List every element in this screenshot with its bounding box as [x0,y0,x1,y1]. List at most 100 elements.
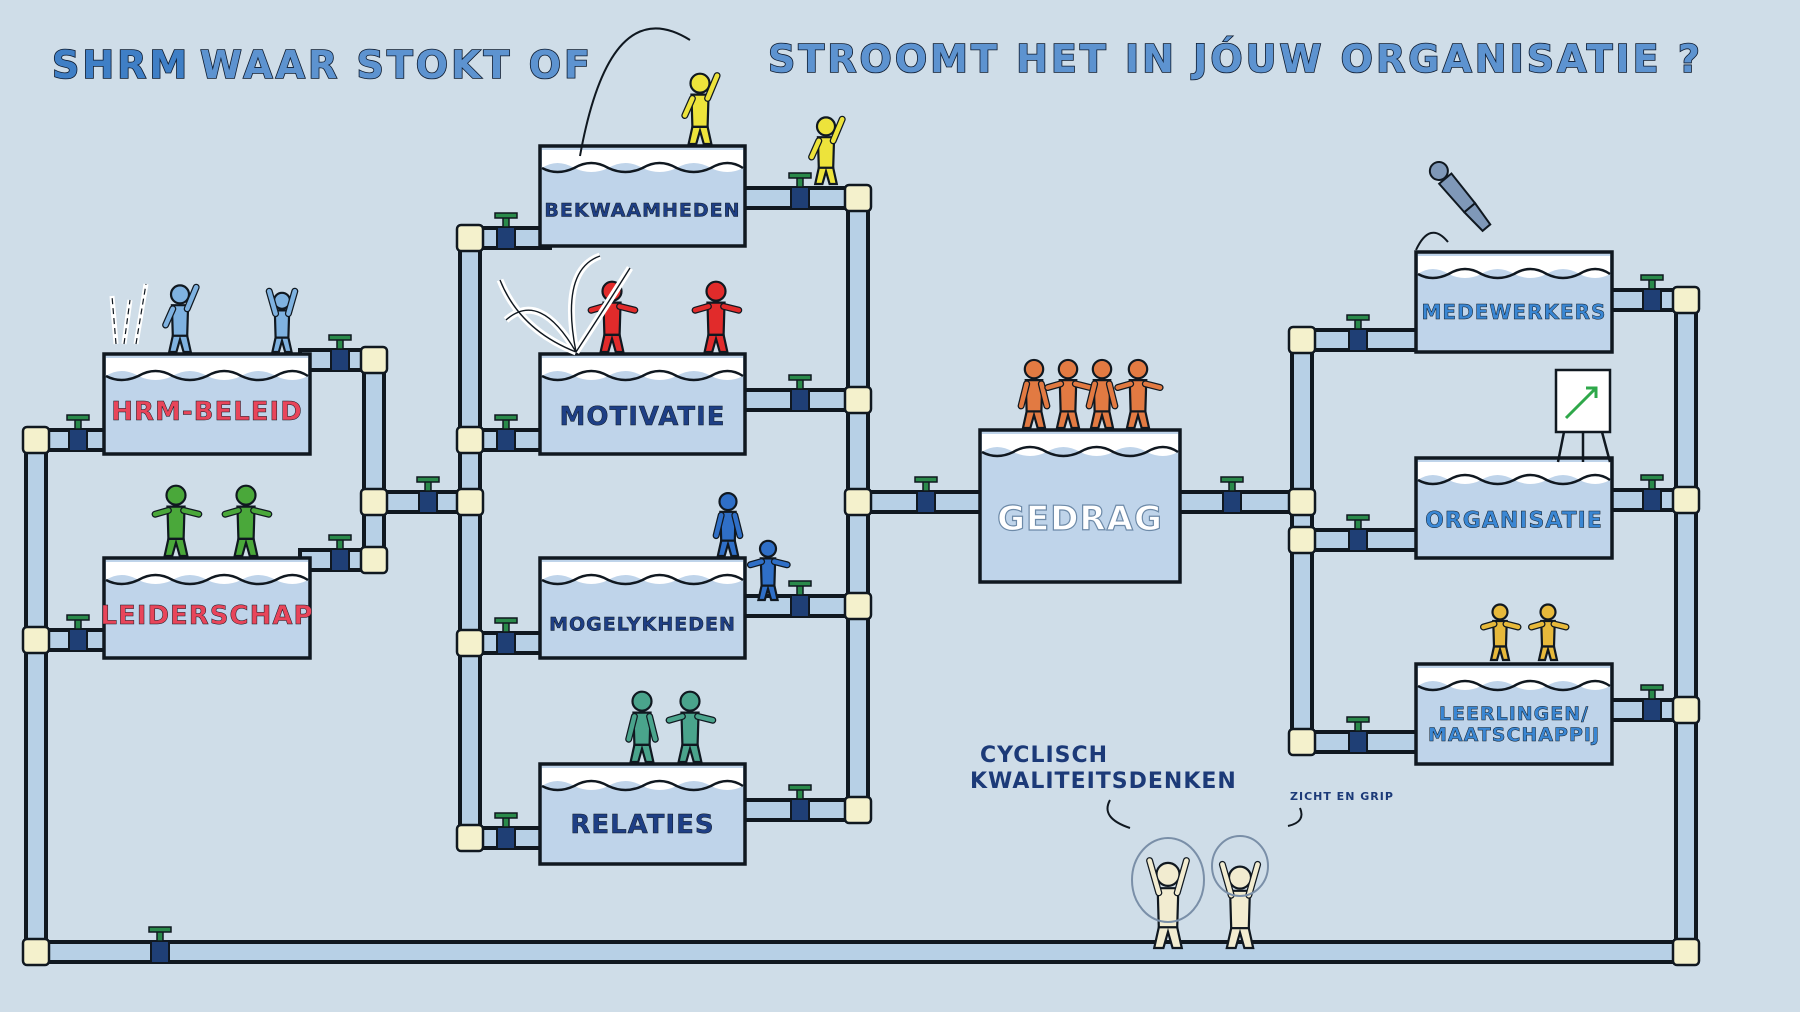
valve-icon[interactable] [1640,474,1664,512]
valve-icon[interactable] [66,414,90,452]
splash-icon [1415,231,1449,251]
valve-icon[interactable] [1640,274,1664,312]
figure-orange-4 [1114,358,1164,430]
valve-icon[interactable] [494,617,518,655]
tank-hrm-beleid-label: HRM-BELEID [111,397,303,427]
tank-leiderschap: LEIDERSCHAP [100,556,313,660]
pipe-joint [1671,285,1701,315]
tank-relaties: RELATIES [538,762,747,866]
pipe-joint [843,795,873,825]
pipe-joint [843,385,873,415]
tank-leiderschap-label: LEIDERSCHAP [100,601,313,631]
pipe-joint [1287,325,1317,355]
figure-gold-2 [1528,603,1570,662]
figure-yellow-1 [681,72,721,146]
valve-icon[interactable] [416,476,440,514]
tank-mogelijkheden: MOGELYKHEDEN [538,556,747,660]
figure-light-blue-1 [162,283,200,354]
flipchart-icon [1554,368,1612,463]
pipe-joint [843,487,873,517]
tank-motivatie: MOTIVATIE [538,352,747,456]
pipe-joint [1287,487,1317,517]
figure-gold-1 [1480,603,1522,662]
pipe-joint [1671,485,1701,515]
pipe-joint [455,823,485,853]
tank-hrm-beleid: HRM-BELEID [102,352,312,456]
figure-green-1 [151,484,203,558]
valve-icon[interactable] [1220,476,1244,514]
valve-icon[interactable] [788,374,812,412]
pipe-joint [21,625,51,655]
valve-icon[interactable] [788,172,812,210]
pipe-joint [455,425,485,455]
pipe-joint [455,487,485,517]
valve-icon[interactable] [788,580,812,618]
figure-slate-diver [1428,160,1492,233]
valve-icon[interactable] [1346,514,1370,552]
tank-bekwaamheden-label: BEKWAAMHEDEN [544,200,740,222]
figure-orange-1 [1017,358,1051,430]
pipe-joint [21,937,51,967]
throw-arc [579,27,691,157]
figure-cream-2 [1218,860,1262,950]
figure-blue-1 [712,491,744,558]
valve-icon[interactable] [914,476,938,514]
pipe-joint [1671,937,1701,967]
tank-leerlingen-label-line2: MAATSCHAPPIJ [1428,724,1600,746]
diagram-title: SHRM WAAR STOKT OF STROOMT HET IN JÓUW O… [51,36,1700,88]
figure-orange-3 [1085,358,1119,430]
tank-motivatie-label: MOTIVATIE [559,402,725,432]
tank-medewerkers: MEDEWERKERS [1414,250,1614,354]
valve-icon[interactable] [1346,314,1370,352]
tank-organisatie: ORGANISATIE [1414,456,1614,560]
cyclisch-note: CYCLISCH KWALITEITSDENKEN ZICHT EN GRIP [970,743,1394,829]
valve-icon[interactable] [1640,684,1664,722]
pipe-joint [1287,727,1317,757]
figure-teal-2 [665,690,717,764]
pipe-joint [455,628,485,658]
hoop-icon [1131,835,1269,923]
title-part1: WAAR STOKT OF [200,43,593,87]
valve-icon[interactable] [494,812,518,850]
valve-icon[interactable] [66,614,90,652]
tank-gedrag-label: GEDRAG [997,499,1163,539]
valve-icon[interactable] [494,212,518,250]
valve-icon[interactable] [328,534,352,572]
tank-leerlingen-label: LEERLINGEN/ [1439,703,1589,725]
pipe-joint [359,545,389,575]
valve-icon[interactable] [494,414,518,452]
figure-red-1 [587,280,639,354]
figure-light-blue-2 [265,287,299,354]
figure-teal-1 [625,690,659,764]
tank-gedrag: GEDRAG [978,428,1182,584]
figure-blue-2 [746,539,791,602]
tank-leerlingen: LEERLINGEN/MAATSCHAPPIJ [1414,662,1614,766]
cyclisch-line1: CYCLISCH [980,743,1108,768]
valve-icon[interactable] [148,926,172,964]
title-brand: SHRM [52,43,190,87]
valve-icon[interactable] [328,334,352,372]
tank-organisatie-label: ORGANISATIE [1425,509,1603,534]
splash-icon [109,283,149,345]
zicht-note: ZICHT EN GRIP [1290,790,1394,803]
pipe-joint [359,345,389,375]
figure-cream-1 [1146,857,1190,950]
splash-icon [496,252,633,356]
pipe-joint [1287,525,1317,555]
pipe-joint [359,487,389,517]
pipe-joint [1671,695,1701,725]
pipe-joint [843,183,873,213]
figure-yellow-2 [808,115,846,186]
pipe-joint [843,591,873,621]
cyclisch-line2: KWALITEITSDENKEN [970,769,1237,794]
valve-icon[interactable] [1346,716,1370,754]
figure-orange-2 [1044,358,1094,430]
pipe-joint [455,223,485,253]
pipe-joint [21,425,51,455]
valve-icon[interactable] [788,784,812,822]
pipe-valves [66,172,1664,964]
tank-mogelijkheden-label: MOGELYKHEDEN [549,614,736,636]
pipe-joints [21,183,1701,967]
tank-bekwaamheden: BEKWAAMHEDEN [538,144,747,248]
